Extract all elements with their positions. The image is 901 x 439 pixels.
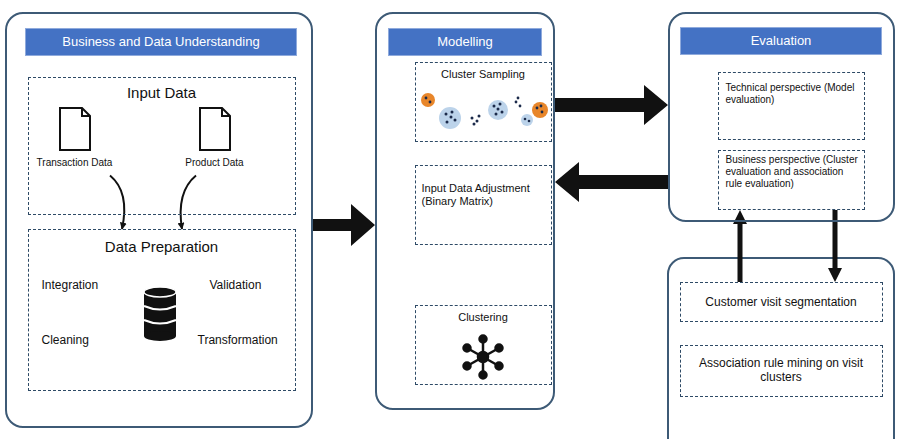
node-label: Input Data Adjustment (Binary Matrix) [422, 182, 548, 208]
node-label: Customer visit segmentation [686, 295, 877, 309]
stage-panel: ModellingCluster SamplingInput Data Adju… [375, 12, 555, 410]
process-box: Clustering [415, 305, 552, 385]
block-arrow [555, 85, 668, 125]
node-label: Technical perspective (Model evaluation) [726, 82, 860, 106]
group-box: Data PreparationIntegration ValidationCle… [28, 229, 296, 391]
node-label: Cleaning [42, 333, 132, 347]
process-box: Business perspective (Cluster evaluation… [718, 150, 865, 210]
process-box: Association rule mining on visit cluster… [680, 345, 883, 397]
stage-heading: Modelling [388, 28, 542, 56]
node-label: Transaction Data [30, 157, 120, 169]
node-label: Product Data [170, 157, 260, 169]
group-box: Input DataTransaction Data Product Data [28, 77, 296, 215]
stage-heading: Evaluation [680, 27, 882, 55]
flow-arrow [181, 176, 196, 230]
block-arrow [313, 204, 375, 246]
stage-panel: Business and Data UnderstandingInput Dat… [5, 12, 313, 428]
cluster-dots [421, 93, 548, 129]
stage-heading: Business and Data Understanding [25, 28, 297, 56]
flow-arrow [110, 176, 124, 230]
document-node: Product Data [170, 106, 260, 176]
node-label: Integration [42, 278, 132, 292]
node-label: Data Preparation [28, 238, 296, 256]
process-box: Technical perspective (Model evaluation) [718, 72, 865, 140]
node-label: Transformation [198, 333, 294, 347]
node-label: Clustering [417, 311, 550, 324]
document-icon [60, 108, 90, 150]
block-arrow [555, 162, 668, 202]
node-label: Validation [210, 278, 292, 292]
document-icon [200, 108, 230, 150]
document-node: Transaction Data [30, 106, 120, 176]
network-icon [464, 336, 503, 379]
database-icon [144, 287, 176, 341]
node-label: Association rule mining on visit cluster… [686, 356, 877, 385]
process-box: Customer visit segmentation [680, 282, 883, 322]
process-box: Cluster Sampling [415, 62, 552, 142]
node-label: Input Data [28, 84, 296, 102]
group-outline [668, 258, 894, 439]
node-label: Cluster Sampling [417, 68, 550, 81]
process-box: Input Data Adjustment (Binary Matrix) [415, 165, 552, 245]
stage-panel: EvaluationTechnical perspective (Model e… [668, 12, 895, 222]
node-label: Business perspective (Cluster evaluation… [726, 154, 862, 190]
